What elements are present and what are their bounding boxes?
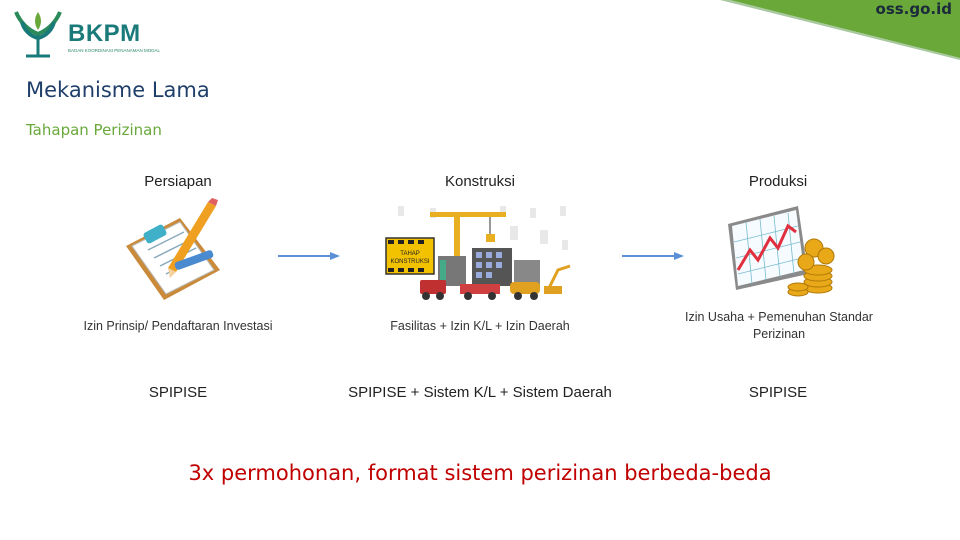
header-stripe: [720, 0, 960, 60]
arrow-right-icon: [278, 252, 340, 260]
stage-label-produksi: Produksi: [748, 173, 808, 190]
page-subtitle: Tahapan Perizinan: [26, 121, 162, 139]
stage-desc-persiapan: Izin Prinsip/ Pendaftaran Investasi: [83, 319, 273, 333]
svg-text:KONSTRUKSI: KONSTRUKSI: [390, 259, 429, 265]
footer-note: 3x permohonan, format sistem perizinan b…: [188, 461, 772, 485]
growth-chart-coins-icon: [728, 206, 835, 297]
construction-scene-icon: TAHAP KONSTRUKSI: [385, 206, 571, 300]
clipboard-pencil-icon: [126, 198, 220, 300]
page-title: Mekanisme Lama: [26, 78, 210, 102]
stage-desc-produksi: Izin Usaha + Pemenuhan Standar Perizinan: [685, 310, 873, 341]
stage-desc-konstruksi: Fasilitas + Izin K/L + Izin Daerah: [390, 319, 570, 333]
arrow-right-icon: [622, 252, 684, 260]
bkpm-logo-icon: [14, 11, 62, 58]
stage-system-konstruksi: SPIPISE + Sistem K/L + Sistem Daerah: [348, 384, 612, 401]
site-domain: oss.go.id: [875, 0, 952, 18]
brand-name: BKPM: [68, 20, 141, 47]
stage-system-persiapan: SPIPISE: [148, 384, 208, 401]
construction-sign-text: TAHAP: [400, 251, 420, 257]
brand-subtitle: BADAN KOORDINASI PENANAMAN MODAL: [68, 48, 161, 53]
stage-label-konstruksi: Konstruksi: [444, 173, 516, 190]
stage-label-persiapan: Persiapan: [144, 173, 212, 190]
stage-system-produksi: SPIPISE: [748, 384, 808, 401]
